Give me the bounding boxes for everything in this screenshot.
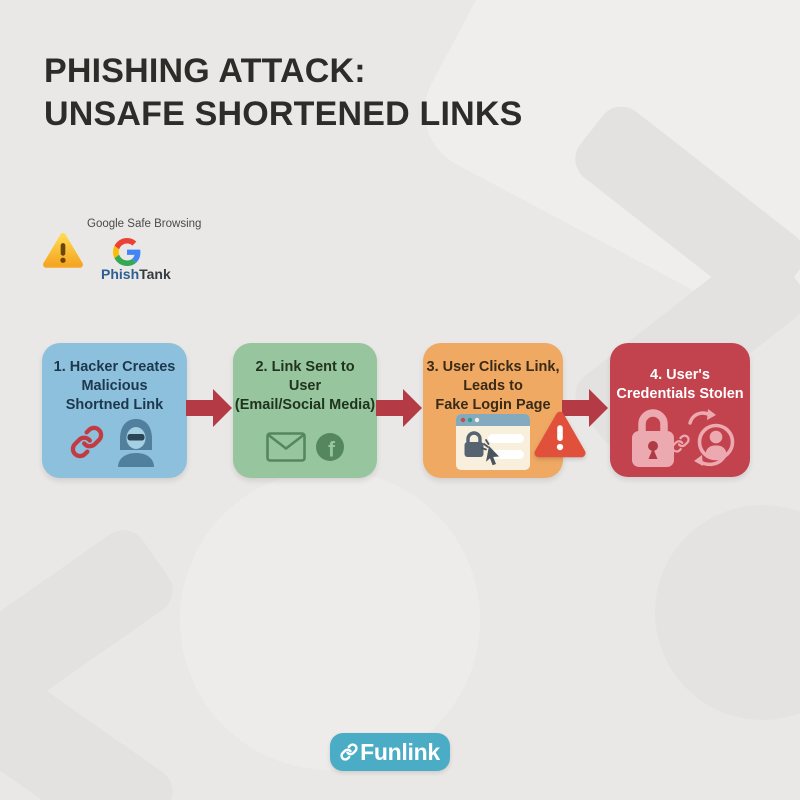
chain-link-icon	[671, 434, 690, 453]
flow-arrow-icon	[186, 389, 232, 427]
step-2-icons: f	[233, 432, 377, 462]
fake-login-window-icon	[456, 414, 530, 470]
step-card-2-link-sent: 2. Link Sent to User (Email/Social Media…	[233, 343, 377, 478]
funlink-logo: Funlink	[330, 733, 450, 771]
step-3-icons	[423, 413, 563, 471]
step-1-icons	[42, 417, 187, 467]
flow-arrow-icon	[376, 389, 422, 427]
alert-triangle-icon	[534, 411, 586, 458]
step-3-label: 3. User Clicks Link, Leads to Fake Login…	[426, 359, 560, 413]
padlock-icon	[632, 409, 674, 467]
envelope-icon	[265, 432, 306, 462]
chain-link-icon	[70, 425, 104, 459]
google-safe-browsing-label: Google Safe Browsing	[87, 218, 202, 230]
credentials-stolen-icon-group	[632, 409, 735, 467]
phishtank-label-blue: Phish	[101, 266, 140, 282]
step-2-label: 2. Link Sent to User (Email/Social Media…	[234, 359, 376, 413]
google-g-icon	[113, 238, 141, 266]
svg-text:f: f	[328, 439, 336, 462]
link-icon	[340, 743, 358, 761]
phishtank-label: PhishTank	[101, 266, 171, 282]
phishtank-label-dark: Tank	[139, 266, 171, 282]
user-avatar-icon	[697, 423, 735, 461]
title-line-2: UNSAFE SHORTENED LINKS	[44, 95, 523, 133]
step-card-3-fake-login: 3. User Clicks Link, Leads to Fake Login…	[423, 343, 563, 478]
title-line-1: PHISHING ATTACK:	[44, 52, 366, 90]
step-4-label: 4. User's Credentials Stolen	[616, 367, 744, 402]
step-1-label: 1. Hacker Creates Malicious Shortned Lin…	[53, 359, 176, 413]
step-4-icons	[610, 405, 750, 471]
facebook-icon: f	[315, 433, 344, 462]
warning-triangle-icon	[43, 233, 83, 268]
page-title: PHISHING ATTACK: UNSAFE SHORTENED LINKS	[44, 50, 523, 136]
step-card-1-hacker-creates-link: 1. Hacker Creates Malicious Shortned Lin…	[42, 343, 187, 478]
step-card-4-credentials-stolen: 4. User's Credentials Stolen	[610, 343, 750, 477]
brand-name: Funlink	[360, 738, 440, 765]
hacker-icon	[118, 419, 154, 467]
